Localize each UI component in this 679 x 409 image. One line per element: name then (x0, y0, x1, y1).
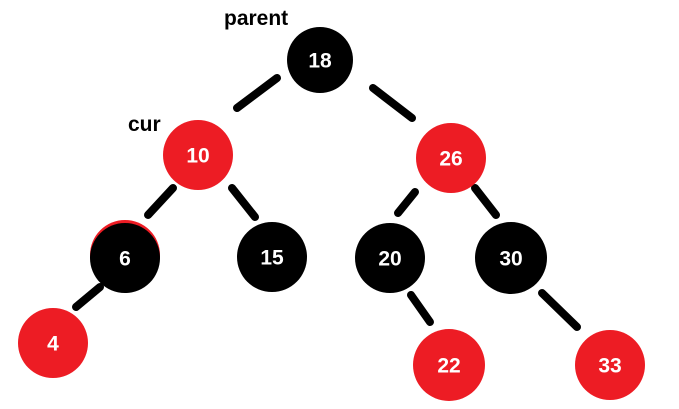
tree-node-18: 18 (287, 27, 353, 93)
parent-pointer-label: parent (224, 7, 289, 30)
tree-node-10: 10 (163, 120, 233, 190)
node-circle-black (355, 223, 425, 293)
node-value: 6 (119, 248, 131, 271)
tree-edge-30-33 (538, 289, 581, 331)
node-circle-black (287, 27, 353, 93)
node-value: 4 (47, 333, 59, 356)
node-circle-red (18, 308, 88, 378)
tree-node-20: 20 (355, 223, 425, 293)
cur-pointer-label: cur (128, 113, 161, 136)
node-circle-red (413, 329, 485, 401)
node-value: 26 (439, 148, 462, 171)
tree-edge-10-15 (228, 184, 259, 221)
tree-node-4: 4 (18, 308, 88, 378)
tree-edge-6-4 (72, 283, 104, 311)
node-value: 15 (260, 247, 284, 270)
node-value: 22 (437, 355, 460, 378)
node-circle-red (575, 330, 645, 400)
node-circle-red (416, 123, 486, 193)
node-circle-red (163, 120, 233, 190)
tree-node-15: 15 (237, 222, 307, 292)
node-value: 30 (499, 248, 522, 271)
node-value: 20 (378, 248, 401, 271)
tree-edge-10-6 (144, 184, 177, 219)
tree-node-33: 33 (575, 330, 645, 400)
tree-node-22: 22 (413, 329, 485, 401)
tree-node-26: 26 (416, 123, 486, 193)
node-value: 18 (308, 50, 332, 73)
tree-edge-20-22 (407, 291, 434, 326)
tree-node-30: 30 (475, 222, 547, 294)
node-value: 33 (598, 355, 621, 378)
node-circle-black (237, 222, 307, 292)
tree-edge-26-20 (394, 188, 419, 217)
tree-node-6: 6 (90, 220, 160, 293)
node-circle-black (475, 222, 547, 294)
node-value: 10 (186, 145, 209, 168)
node-circle-black (90, 223, 160, 293)
tree-edge-18-26 (369, 84, 416, 122)
tree-edge-26-30 (471, 184, 500, 219)
tree-edge-18-10 (233, 74, 281, 112)
